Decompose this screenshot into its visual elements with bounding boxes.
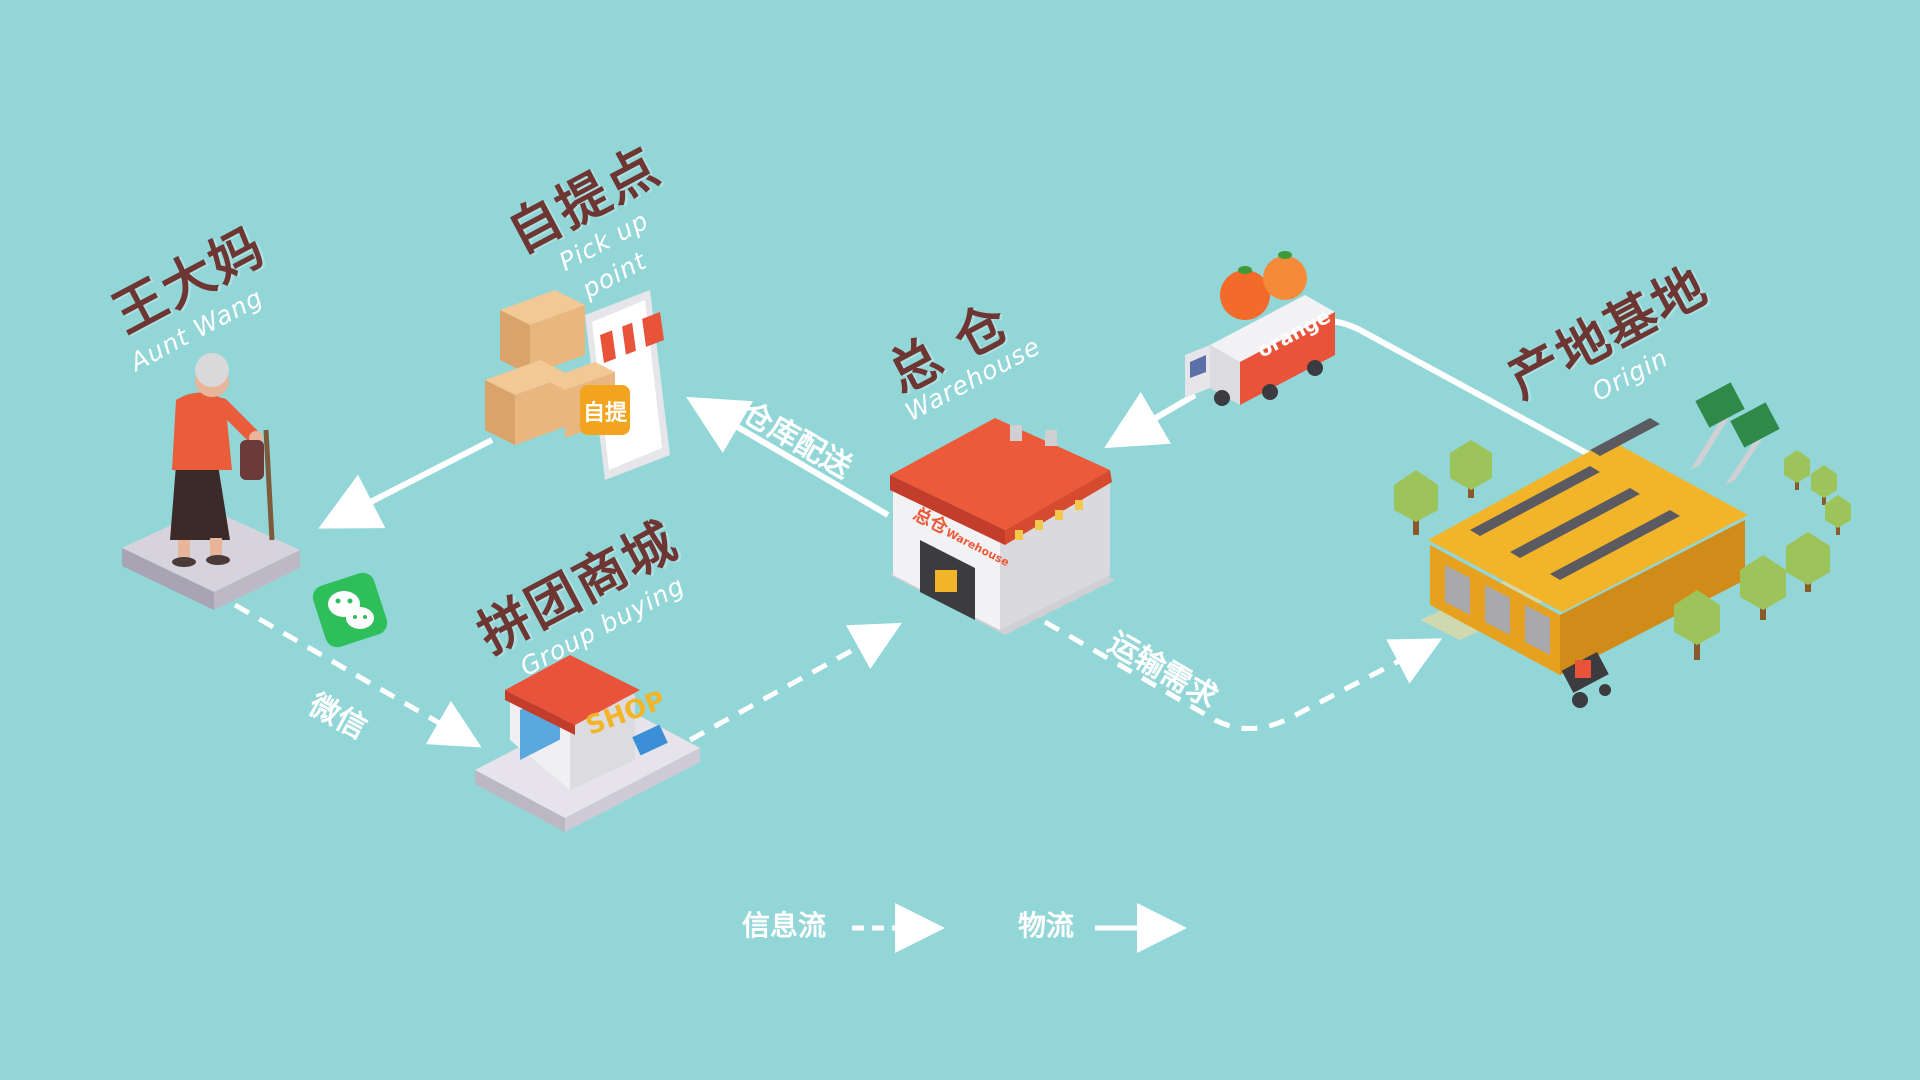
tree [1786,532,1830,592]
logistics-arrow-pickup-to-aunt [318,437,494,529]
pickup-badge: 自提 [583,400,628,426]
legend-logistics-label: 物流 [1018,909,1075,942]
tree [1784,450,1810,490]
origin-factory-illustration [1420,382,1780,708]
wechat-icon [312,572,388,648]
tree [1674,590,1720,660]
info-arrow-warehouse-to-origin [1043,619,1443,731]
tree [1450,440,1492,498]
info-arrow-shop-to-warehouse [688,622,902,743]
logistics-arrow-truck-to-warehouse [1104,391,1197,449]
logistics-arrow-warehouse-to-pickup [686,396,890,518]
info-arrow-aunt-to-shop [233,602,482,748]
legend-info-flow-label: 信息流 [742,909,827,942]
tree [1825,495,1851,535]
tree [1811,465,1837,505]
group-buying-shop-illustration: SHOP [475,655,700,832]
pickup-point-illustration: 自提 [485,290,670,480]
tree [1740,555,1786,620]
aunt-wang-illustration [122,353,300,610]
tree [1394,470,1438,535]
warehouse-illustration: 总仓 Warehouse [890,418,1115,635]
trees [1394,440,1851,660]
orange-truck-illustration: orange [1185,251,1335,406]
